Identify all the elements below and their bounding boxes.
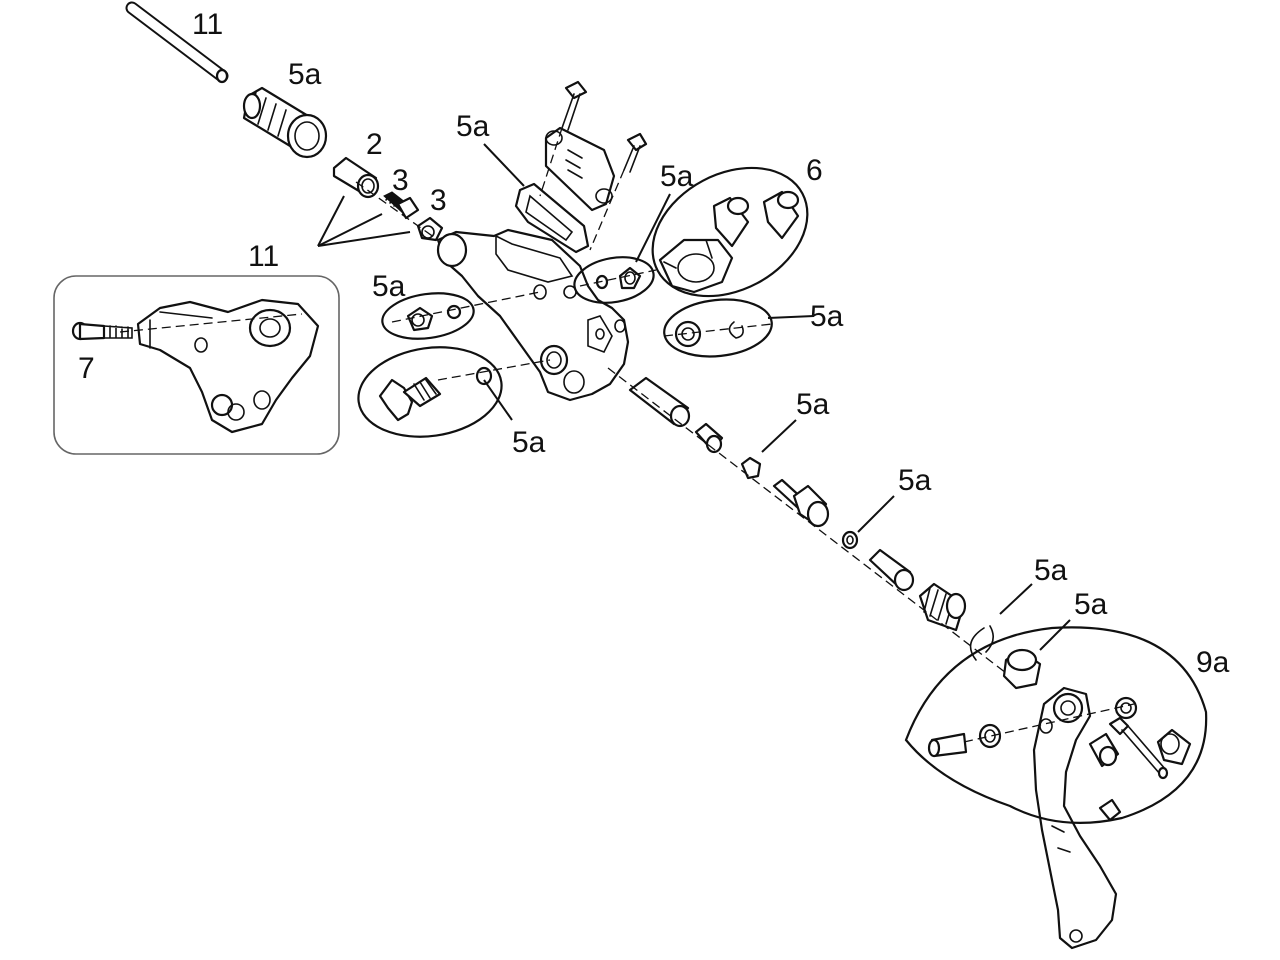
adjust-knob-part xyxy=(918,582,967,632)
clamp-kit-part xyxy=(658,190,800,294)
spring-cap-part xyxy=(868,548,915,592)
label-cap-port: 5a xyxy=(660,160,694,193)
piston-seal-part xyxy=(740,456,762,480)
piston-sleeve-part xyxy=(628,376,691,428)
tool-leader-lines xyxy=(317,195,411,247)
reservoir-cover-part xyxy=(514,80,648,254)
label-clamp-kit: 6 xyxy=(806,154,823,187)
label-bleed-screw-b: 3 xyxy=(430,184,447,217)
label-leaders xyxy=(483,143,1071,651)
label-lever-kit: 9a xyxy=(1196,646,1230,679)
label-hose-fitting: 5a xyxy=(288,58,322,91)
label-pivot-seals: 5a xyxy=(810,300,844,333)
label-hose-top: 11 xyxy=(192,8,223,41)
hose-barb-part xyxy=(242,86,328,159)
left-seals-part xyxy=(406,304,462,332)
inset-body-part xyxy=(136,298,320,434)
inset-bolt-part xyxy=(71,321,133,341)
label-olive: 2 xyxy=(366,128,383,161)
bleed-nut-part xyxy=(416,216,444,242)
pivot-seals-part xyxy=(674,320,744,348)
pushrod-part xyxy=(772,478,830,528)
piston-cup-part xyxy=(694,422,724,454)
label-reach-adjust: 5a xyxy=(512,426,546,459)
olive-part xyxy=(332,156,380,199)
label-cover-group: 5a xyxy=(456,110,490,143)
label-port-seals: 5a xyxy=(372,270,406,303)
washer-part xyxy=(841,530,859,550)
circlip-part xyxy=(969,625,994,661)
hose-part xyxy=(125,1,229,84)
label-tool-ref: 11 xyxy=(248,240,279,273)
label-piston-cup: 5a xyxy=(796,388,830,421)
port-seals-part xyxy=(595,266,642,290)
label-bleed-screw-a: 3 xyxy=(392,164,409,197)
reach-adjuster-part xyxy=(378,366,493,422)
inset-panel xyxy=(53,275,340,455)
group-outlines xyxy=(357,166,1208,824)
label-bushing-cap: 5a xyxy=(1074,588,1108,621)
label-retaining-clip: 5a xyxy=(1034,554,1068,587)
label-piston-washer: 5a xyxy=(898,464,932,497)
bleed-screw-part xyxy=(383,191,420,220)
lever-kit-part xyxy=(927,648,1192,950)
assembly-axes xyxy=(355,181,773,381)
label-inset-bolt: 7 xyxy=(78,352,95,385)
